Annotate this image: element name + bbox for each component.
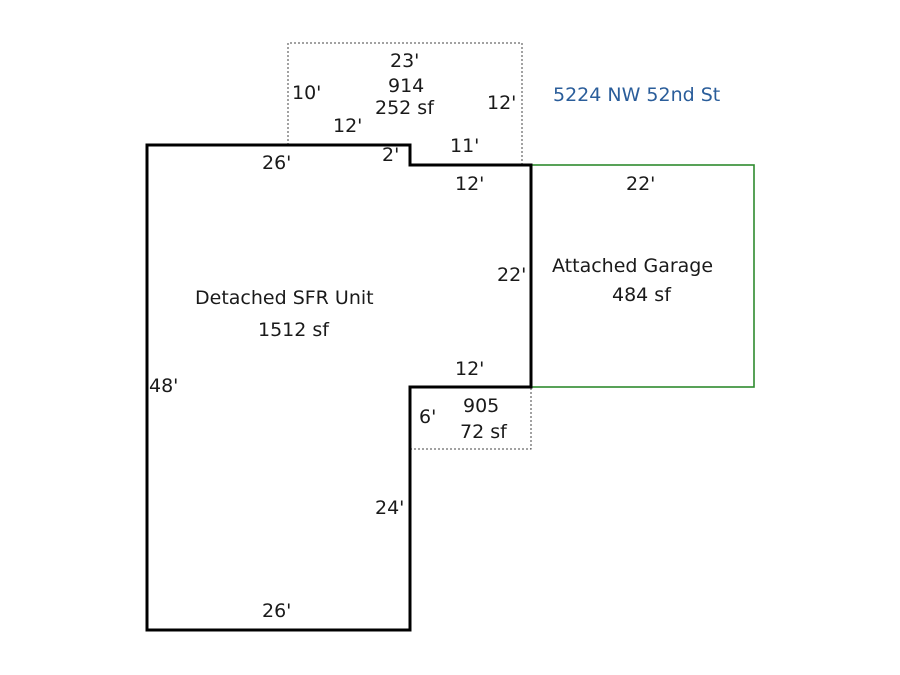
addition-914-top-dim: 23' [390,50,419,72]
main-right-upper-dim: 22' [497,264,526,286]
addition-905-code: 905 [463,395,499,417]
main-step-dim: 12' [455,358,484,380]
main-bottom-dim: 26' [262,600,291,622]
main-top-right-dim: 12' [455,173,484,195]
main-notch-dim: 2' [382,144,399,166]
addition-914-inner-bottom-dim: 11' [450,135,479,157]
addition-914-right-dim: 12' [487,92,516,114]
main-unit-area: 1512 sf [258,319,330,341]
address-label: 5224 NW 52nd St [553,84,720,106]
addition-905-area: 72 sf [460,421,508,443]
main-unit-name: Detached SFR Unit [195,287,374,309]
garage-top-dim: 22' [626,173,655,195]
addition-914-left-dim: 10' [292,82,321,104]
main-unit-outline [145,143,533,632]
garage-name: Attached Garage [552,255,713,277]
garage-area: 484 sf [612,284,672,306]
main-right-lower-dim: 24' [375,497,404,519]
addition-914-code: 914 [388,75,424,97]
main-top-left-dim: 26' [262,152,291,174]
addition-905-outline [410,387,532,450]
addition-914-outline [287,42,523,165]
addition-914-area: 252 sf [375,97,435,119]
addition-905-side-dim: 6' [419,406,436,428]
main-left-dim: 48' [149,375,178,397]
addition-914-inner-top-dim: 12' [333,115,362,137]
